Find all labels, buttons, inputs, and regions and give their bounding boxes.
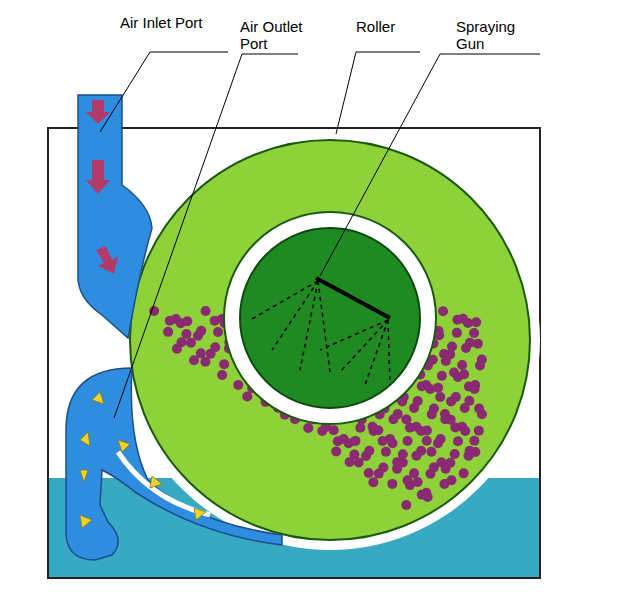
tablet: [411, 451, 421, 461]
tablet: [435, 392, 445, 402]
tablet: [437, 371, 447, 381]
tablet: [422, 436, 432, 446]
tablet: [172, 344, 182, 354]
tablet: [433, 438, 443, 448]
tablet: [206, 349, 216, 359]
tablet: [368, 477, 378, 487]
tablet: [389, 414, 399, 424]
tablet: [413, 477, 423, 487]
drum-clearance: [120, 130, 540, 550]
drum-opening: [224, 212, 436, 424]
tablet: [459, 468, 469, 478]
tablet: [401, 500, 411, 510]
inlet-air-arrows: [86, 100, 118, 274]
tablet: [461, 343, 471, 353]
tablet: [182, 316, 192, 326]
tablet: [373, 425, 383, 435]
tablet: [433, 383, 443, 393]
tablet: [475, 361, 485, 371]
tablet: [403, 436, 413, 446]
tablet: [374, 469, 384, 479]
tablet: [422, 425, 432, 435]
tablet: [361, 451, 371, 461]
tablet: [445, 458, 455, 468]
tablet: [329, 425, 339, 435]
tablet: [196, 348, 206, 358]
tablet: [460, 426, 470, 436]
tablet: [201, 306, 211, 316]
tablet: [470, 384, 480, 394]
tablet: [446, 396, 456, 406]
tablet: [181, 329, 191, 339]
tablet: [303, 423, 313, 433]
tablet: [163, 327, 173, 337]
tablet: [470, 447, 480, 457]
tablet: [398, 458, 408, 468]
tablet: [447, 475, 457, 485]
tablet: [409, 468, 419, 478]
tablet: [331, 447, 341, 457]
tablet: [453, 436, 463, 446]
tablet: [193, 331, 203, 341]
tablet: [438, 306, 448, 316]
tablet: [317, 426, 327, 436]
tablet: [381, 447, 391, 457]
tablet: [219, 359, 229, 369]
outlet-slot: [118, 452, 210, 515]
tablet: [186, 338, 196, 348]
tablet: [469, 436, 479, 446]
tablet: [474, 426, 484, 436]
tablet: [350, 436, 360, 446]
tablet: [355, 423, 365, 433]
drum-core: [240, 228, 420, 408]
tablet: [459, 369, 469, 379]
tablet: [233, 380, 243, 390]
air-outlet-duct: [66, 368, 282, 560]
tablet: [213, 327, 223, 337]
tablet: [427, 409, 437, 419]
tablet: [242, 391, 252, 401]
tablet: [469, 328, 479, 338]
air-outlet-label: Air Outlet Port: [240, 18, 332, 52]
tablet: [217, 370, 227, 380]
tablet: [364, 468, 374, 478]
spraying-gun: [250, 278, 390, 385]
tablet: [450, 449, 460, 459]
tablet: [409, 403, 419, 413]
tablet: [423, 492, 433, 502]
outlet-air-arrows: [80, 392, 206, 528]
tablet: [426, 447, 436, 457]
spraying-gun-label: Spraying Gun: [456, 18, 540, 52]
leader-lines: [100, 52, 540, 418]
tablet: [387, 479, 397, 489]
tablet: [452, 328, 462, 338]
tablet: [426, 469, 436, 479]
roller: [130, 140, 530, 540]
tablet: [445, 349, 455, 359]
roller-label: Roller: [356, 18, 426, 35]
tablet: [388, 438, 398, 448]
tablet: [477, 409, 487, 419]
air-inlet-duct: [78, 95, 152, 338]
tablet: [473, 339, 483, 349]
air-inlet-label: Air Inlet Port: [120, 14, 240, 31]
tablet: [460, 403, 470, 413]
tablet: [457, 360, 467, 370]
tablet: [471, 317, 481, 327]
